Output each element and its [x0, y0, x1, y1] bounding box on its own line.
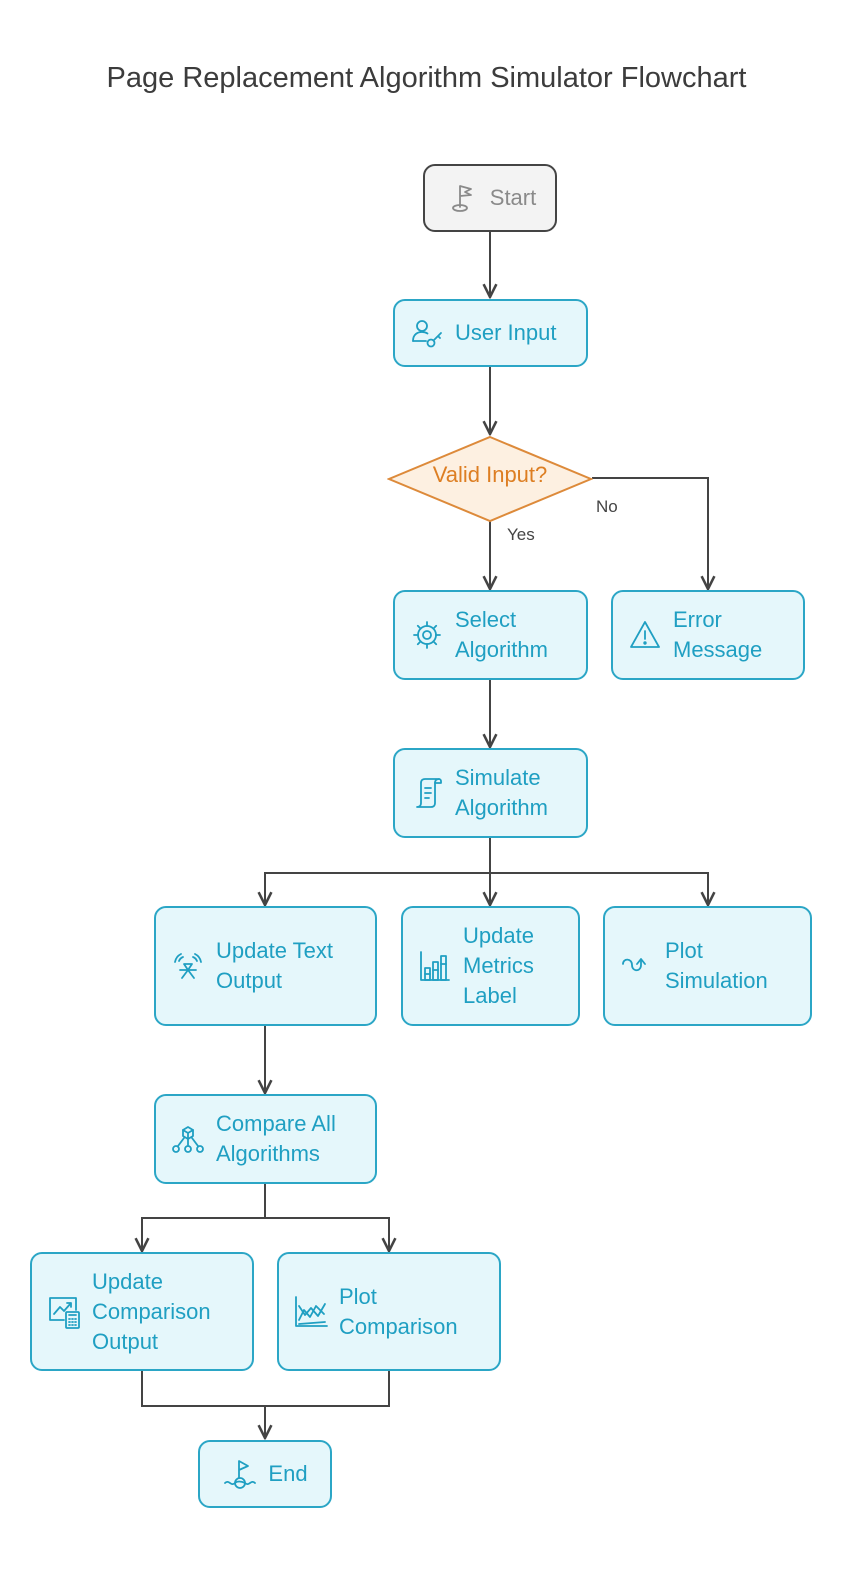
- update-metrics-label-node: Update Metrics Label: [401, 906, 580, 1026]
- select-algorithm-label: Select Algorithm: [455, 607, 548, 662]
- end-node: End: [198, 1440, 332, 1508]
- edge-simulate-plot: [490, 872, 708, 905]
- update-metrics-label-label: Update Metrics Label: [463, 923, 534, 1008]
- plot-simulation-node: Plot Simulation: [603, 906, 812, 1026]
- error-message-label: Error Message: [673, 607, 763, 662]
- line-chart-icon: [293, 1294, 329, 1330]
- network-cube-icon: [170, 1121, 206, 1157]
- curve-arrow-icon: [619, 948, 655, 984]
- start-label: Start: [489, 185, 537, 210]
- satellite-icon: [170, 948, 206, 984]
- simulate-algorithm-node: Simulate Algorithm: [393, 748, 588, 838]
- finish-flag-icon: [222, 1456, 258, 1492]
- flag-icon: [444, 180, 480, 216]
- edge-label-no: No: [596, 497, 618, 516]
- error-message-node: Error Message: [611, 590, 805, 680]
- warning-icon: [627, 617, 663, 653]
- edge-update-comp-end: [141, 1371, 265, 1438]
- bar-chart-icon: [417, 948, 453, 984]
- edge-simulate-text: [265, 838, 491, 905]
- select-algorithm-node: Select Algorithm: [393, 590, 588, 680]
- start-node: Start: [423, 164, 557, 232]
- update-comparison-output-node: Update Comparison Output: [30, 1252, 254, 1371]
- user-key-icon: [409, 315, 445, 351]
- gear-icon: [409, 617, 445, 653]
- plot-simulation-label: Plot Simulation: [665, 938, 768, 993]
- update-text-output-label: Update Text Output: [216, 938, 334, 993]
- plot-comparison-label: Plot Comparison: [339, 1283, 458, 1339]
- valid-input-label: Valid Input?: [432, 462, 548, 487]
- simulate-algorithm-label: Simulate Algorithm: [455, 765, 548, 820]
- edge-label-yes: Yes: [507, 525, 535, 544]
- calculator-chart-icon: [46, 1294, 82, 1330]
- edge-plot-comp-end: [265, 1371, 390, 1407]
- edge-valid-error: [592, 477, 708, 589]
- edge-compare-update-comp: [142, 1184, 266, 1251]
- plot-comparison-node: Plot Comparison: [277, 1252, 501, 1371]
- page-title: Page Replacement Algorithm Simulator Flo…: [106, 62, 747, 94]
- compare-all-node: Compare All Algorithms: [154, 1094, 377, 1184]
- end-label: End: [268, 1461, 308, 1486]
- compare-all-label: Compare All Algorithms: [216, 1111, 336, 1166]
- scroll-icon: [409, 775, 445, 811]
- valid-input-decision: Valid Input?: [386, 435, 594, 523]
- update-comparison-output-label: Update Comparison Output: [92, 1268, 211, 1354]
- update-text-output-node: Update Text Output: [154, 906, 377, 1026]
- decision-diamond: [386, 435, 594, 523]
- edge-compare-plot-comp: [265, 1217, 389, 1251]
- user-input-label: User Input: [455, 320, 557, 345]
- user-input-node: User Input: [393, 299, 588, 367]
